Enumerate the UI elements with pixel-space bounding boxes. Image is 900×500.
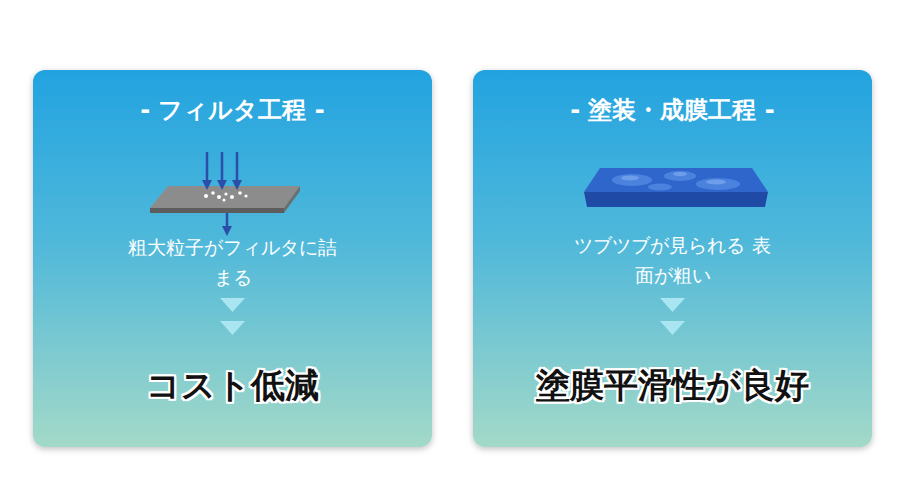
- process-panel: - 塗装・成膜工程 - ツブツブが見られる 表面が粗い塗膜平滑性が良好: [473, 70, 872, 447]
- panel-description: 粗大粒子がフィルタに詰まる: [128, 232, 338, 292]
- filter-figure: [150, 152, 300, 236]
- panel-ground: [473, 70, 872, 447]
- process-panel: - フィルタ工程 - 粗大粒子がフィルタに詰まるコスト低減: [33, 70, 432, 447]
- panel-ground: [33, 70, 432, 447]
- panel-heading: - 塗装・成膜工程 -: [483, 93, 863, 127]
- coating-figure: [584, 168, 768, 207]
- panel-heading: - フィルタ工程 -: [43, 93, 423, 127]
- down-triangles: [220, 298, 685, 335]
- panel-description: ツブツブが見られる 表面が粗い: [568, 230, 778, 290]
- panel-result: コスト低減: [43, 363, 423, 407]
- panel-result: 塗膜平滑性が良好: [483, 363, 863, 407]
